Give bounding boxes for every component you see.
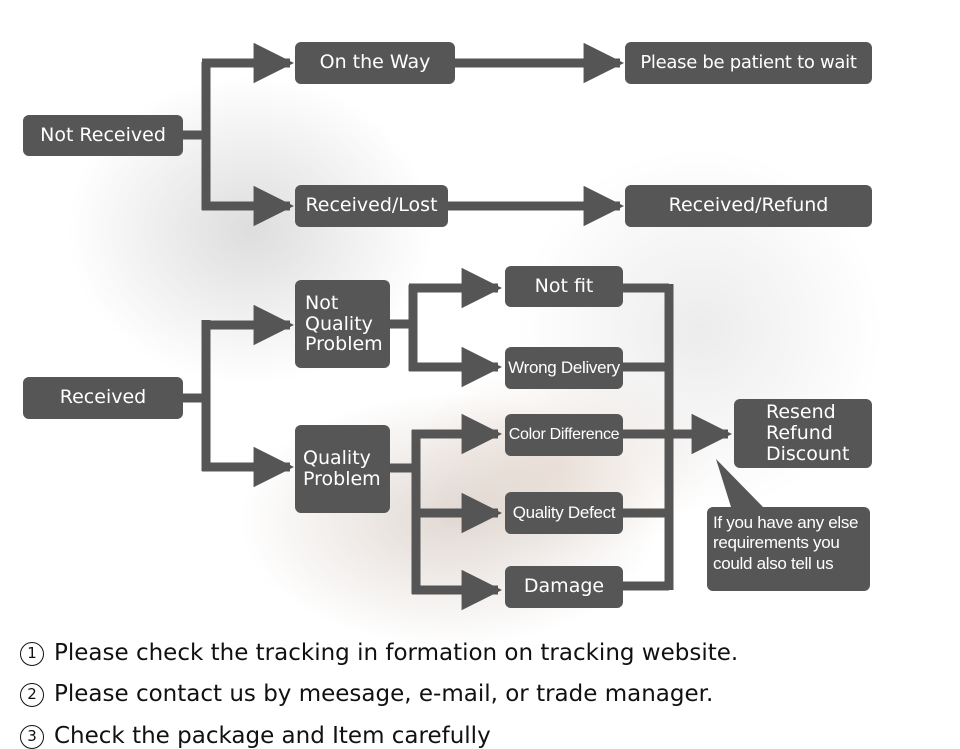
wrong-delivery-node: Wrong Delivery [505, 347, 623, 389]
received-refund-node: Received/Refund [625, 185, 872, 227]
received-node: Received [23, 377, 183, 419]
color-difference-node: Color Difference [505, 414, 623, 456]
not-fit-node: Not fit [505, 266, 623, 307]
additional-requirements-note: If you have any else requirements you co… [707, 507, 870, 591]
quality-defect-node: Quality Defect [505, 492, 623, 534]
received-lost-node: Received/Lost [295, 185, 448, 227]
quality-problem-node: Quality Problem [295, 425, 390, 513]
resolution-node: Resend Refund Discount [734, 399, 872, 468]
step-number: 2 [20, 683, 44, 707]
patient-node: Please be patient to wait [625, 42, 872, 84]
not-quality-problem-node: Not Quality Problem [295, 280, 390, 368]
step-number: 1 [20, 642, 44, 666]
damage-node: Damage [505, 566, 623, 608]
not-received-node: Not Received [23, 115, 183, 156]
on-the-way-node: On the Way [295, 42, 455, 84]
step-number: 3 [20, 725, 44, 749]
note-pointer [716, 459, 763, 507]
